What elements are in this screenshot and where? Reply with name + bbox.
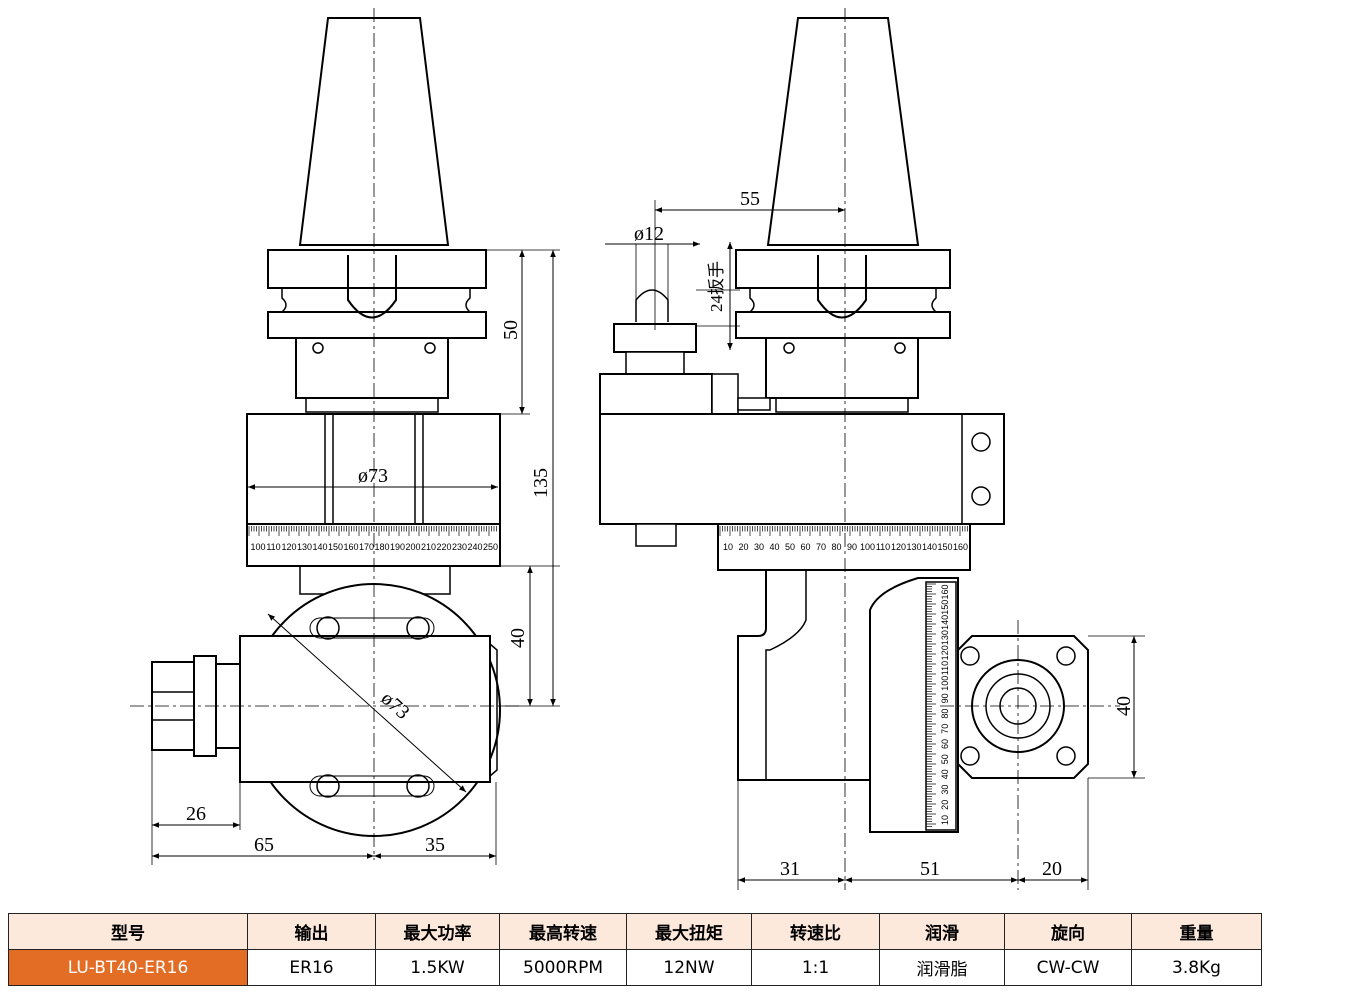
dim-31: 31 bbox=[780, 858, 800, 880]
scale-label: 40 bbox=[940, 769, 950, 779]
dim-diameter-12: ø12 bbox=[634, 223, 664, 245]
header-max-torque: 最大扭矩 bbox=[626, 913, 752, 950]
value-lubrication: 润滑脂 bbox=[879, 949, 1005, 986]
header-output: 输出 bbox=[247, 913, 376, 950]
scale-label: 100 bbox=[250, 542, 265, 552]
header-rotation: 旋向 bbox=[1004, 913, 1132, 950]
scale-label: 80 bbox=[940, 709, 950, 719]
scale-label: 120 bbox=[940, 645, 950, 660]
scale-label: 80 bbox=[831, 542, 841, 552]
scale-label: 210 bbox=[421, 542, 436, 552]
scale-label: 230 bbox=[452, 542, 467, 552]
scale-label: 20 bbox=[738, 542, 748, 552]
header-lubrication: 润滑 bbox=[879, 913, 1005, 950]
scale-label: 30 bbox=[754, 542, 764, 552]
scale-label: 160 bbox=[940, 584, 950, 599]
scale-label: 160 bbox=[953, 542, 968, 552]
header-ratio: 转速比 bbox=[751, 913, 880, 950]
dim-35: 35 bbox=[425, 834, 445, 856]
dim-65: 65 bbox=[254, 834, 274, 856]
scale-label: 140 bbox=[922, 542, 937, 552]
scale-label: 60 bbox=[940, 739, 950, 749]
scale-label: 120 bbox=[281, 542, 296, 552]
scale-label: 150 bbox=[328, 542, 343, 552]
scale-label: 150 bbox=[937, 542, 952, 552]
scale-label: 10 bbox=[723, 542, 733, 552]
spec-value-row: LU-BT40-ER16 ER16 1.5KW 5000RPM 12NW 1:1… bbox=[8, 949, 1262, 986]
scale-label: 130 bbox=[940, 630, 950, 645]
scale-label: 240 bbox=[467, 542, 482, 552]
scale-label: 140 bbox=[312, 542, 327, 552]
dim-40-left: 40 bbox=[507, 628, 529, 648]
dim-wrench-24: 24扳手 bbox=[707, 261, 726, 312]
dim-135: 135 bbox=[530, 468, 552, 498]
dim-50: 50 bbox=[500, 320, 522, 340]
right-view bbox=[599, 8, 1145, 890]
scale-label: 180 bbox=[374, 542, 389, 552]
scale-label: 200 bbox=[405, 542, 420, 552]
scale-label: 90 bbox=[847, 542, 857, 552]
dim-diameter-upper: ø73 bbox=[358, 465, 388, 487]
scale-label: 50 bbox=[785, 542, 795, 552]
spec-header-row: 型号 输出 最大功率 最高转速 最大扭矩 转速比 润滑 旋向 重量 bbox=[8, 913, 1262, 950]
housing-block-right bbox=[599, 413, 1005, 525]
scale-label: 40 bbox=[769, 542, 779, 552]
scale-label: 120 bbox=[891, 542, 906, 552]
scale-label: 60 bbox=[800, 542, 810, 552]
scale-label: 170 bbox=[359, 542, 374, 552]
header-weight: 重量 bbox=[1131, 913, 1262, 950]
scale-label: 110 bbox=[876, 542, 890, 552]
taper-shank-right bbox=[766, 17, 920, 246]
value-rotation: CW-CW bbox=[1004, 949, 1132, 986]
scale-label: 50 bbox=[940, 754, 950, 764]
scale-label: 110 bbox=[266, 542, 280, 552]
scale-label: 190 bbox=[390, 542, 405, 552]
value-max-torque: 12NW bbox=[626, 949, 752, 986]
header-model: 型号 bbox=[8, 913, 248, 950]
scale-label: 70 bbox=[940, 724, 950, 734]
header-max-power: 最大功率 bbox=[375, 913, 500, 950]
scale-label: 70 bbox=[816, 542, 826, 552]
value-weight: 3.8Kg bbox=[1131, 949, 1262, 986]
scale-label: 20 bbox=[940, 800, 950, 810]
scale-label: 110 bbox=[940, 661, 950, 675]
output-flange bbox=[957, 635, 1089, 779]
scale-label: 30 bbox=[940, 785, 950, 795]
scale-label: 100 bbox=[940, 676, 950, 691]
header-max-speed: 最高转速 bbox=[499, 913, 627, 950]
dim-40-right: 40 bbox=[1113, 696, 1135, 716]
right-view-labels: 55 ø12 24扳手 40 31 51 20 10 20 30 40 50 60 70 80… bbox=[634, 188, 1135, 880]
scale-label: 150 bbox=[940, 600, 950, 615]
taper-shank bbox=[298, 17, 450, 246]
value-output: ER16 bbox=[247, 949, 376, 986]
dim-26: 26 bbox=[186, 803, 206, 825]
dim-55: 55 bbox=[740, 188, 760, 210]
scale-label: 130 bbox=[297, 542, 312, 552]
dim-51: 51 bbox=[920, 858, 940, 880]
scale-label: 140 bbox=[940, 615, 950, 630]
left-view bbox=[130, 8, 560, 865]
value-ratio: 1:1 bbox=[751, 949, 880, 986]
scale-label: 160 bbox=[343, 542, 358, 552]
spec-table: 型号 输出 最大功率 最高转速 最大扭矩 转速比 润滑 旋向 重量 LU-BT4… bbox=[8, 913, 1262, 986]
angle-scale-band bbox=[246, 523, 501, 567]
value-model: LU-BT40-ER16 bbox=[8, 949, 248, 986]
value-max-power: 1.5KW bbox=[375, 949, 500, 986]
scale-label: 100 bbox=[860, 542, 875, 552]
value-max-speed: 5000RPM bbox=[499, 949, 627, 986]
scale-label: 130 bbox=[906, 542, 921, 552]
scale-label: 10 bbox=[940, 815, 950, 825]
scale-label: 90 bbox=[940, 693, 950, 703]
dim-20: 20 bbox=[1042, 858, 1062, 880]
housing-block bbox=[246, 413, 501, 525]
scale-label: 250 bbox=[483, 542, 498, 552]
scale-label: 220 bbox=[436, 542, 451, 552]
